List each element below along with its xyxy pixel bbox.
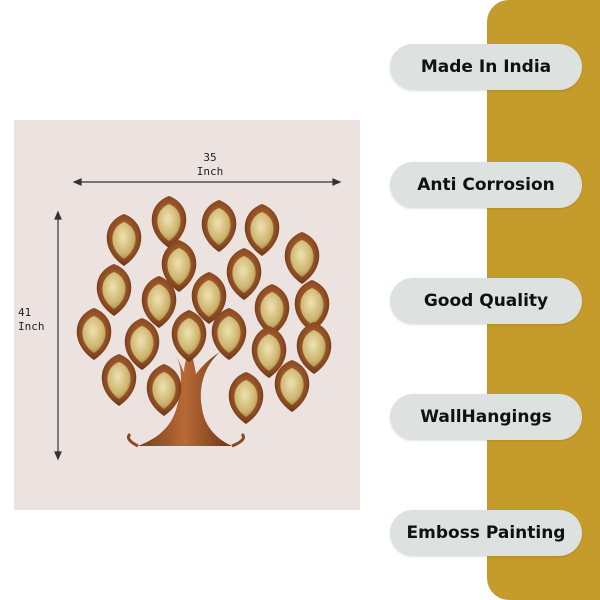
height-unit: Inch: [18, 320, 45, 333]
feature-anti-corrosion: Anti Corrosion: [390, 162, 582, 208]
feature-label: Anti Corrosion: [417, 175, 555, 195]
feature-label: Emboss Painting: [406, 523, 566, 543]
width-arrow: [72, 178, 342, 186]
feature-made-in-india: Made In India: [390, 44, 582, 90]
feature-label: WallHangings: [420, 407, 552, 427]
width-unit: Inch: [196, 165, 224, 178]
root-curl-right: [231, 432, 246, 448]
feature-wallhangings: WallHangings: [390, 394, 582, 440]
height-value: 41: [18, 306, 32, 319]
width-dimension-label: 35 Inch: [190, 151, 230, 179]
product-photo: 35 Inch 41 Inch: [14, 120, 360, 510]
feature-label: Made In India: [420, 57, 552, 77]
wall-art-tree-illustration: [54, 178, 342, 461]
width-value: 35: [203, 151, 217, 164]
root-curl-left: [126, 432, 139, 448]
feature-emboss-painting: Emboss Painting: [390, 510, 582, 556]
tree-trunk: [138, 348, 232, 446]
feature-label: Good Quality: [423, 291, 549, 311]
height-arrow: [54, 210, 62, 461]
height-dimension-label: 41 Inch: [14, 306, 48, 334]
feature-good-quality: Good Quality: [390, 278, 582, 324]
leaf-cluster: [76, 196, 332, 424]
